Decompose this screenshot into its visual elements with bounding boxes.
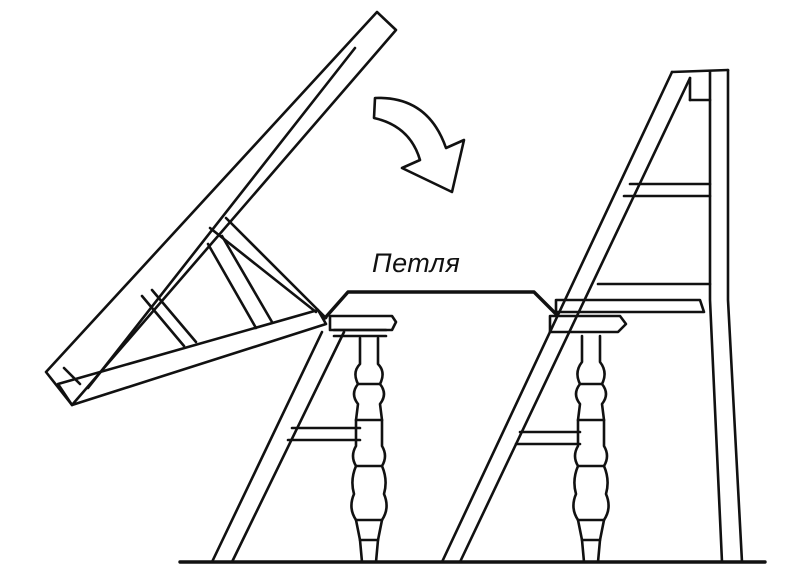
right-turned-leg xyxy=(572,334,610,564)
folding-back-frame xyxy=(44,10,398,407)
back-slat xyxy=(140,294,186,348)
back-bottom-rail xyxy=(56,308,328,407)
right-back-rail-2 xyxy=(708,70,724,564)
left-seat-board xyxy=(328,314,398,332)
left-ladder-section xyxy=(210,314,398,564)
hinge-label: Петля xyxy=(372,248,461,278)
rotation-arrow-icon xyxy=(372,96,466,194)
right-rail-inner xyxy=(458,76,692,564)
back-slat xyxy=(220,234,274,324)
back-slat xyxy=(206,242,258,330)
left-turned-leg xyxy=(350,336,388,564)
right-seat-board xyxy=(554,298,706,314)
left-front-rail xyxy=(210,330,324,564)
back-brace-line-2 xyxy=(224,216,328,320)
back-slat xyxy=(150,288,198,344)
hinge-line xyxy=(323,290,558,320)
right-ladder-section xyxy=(440,68,744,564)
right-seat-board-2 xyxy=(548,314,628,334)
back-outer-rail xyxy=(44,10,398,407)
back-slat xyxy=(62,366,82,386)
back-brace-line xyxy=(208,226,318,314)
right-top-cap xyxy=(670,68,730,74)
right-back-rail xyxy=(726,68,744,564)
back-inner-rail xyxy=(86,46,357,390)
left-front-rail-2 xyxy=(230,330,346,564)
